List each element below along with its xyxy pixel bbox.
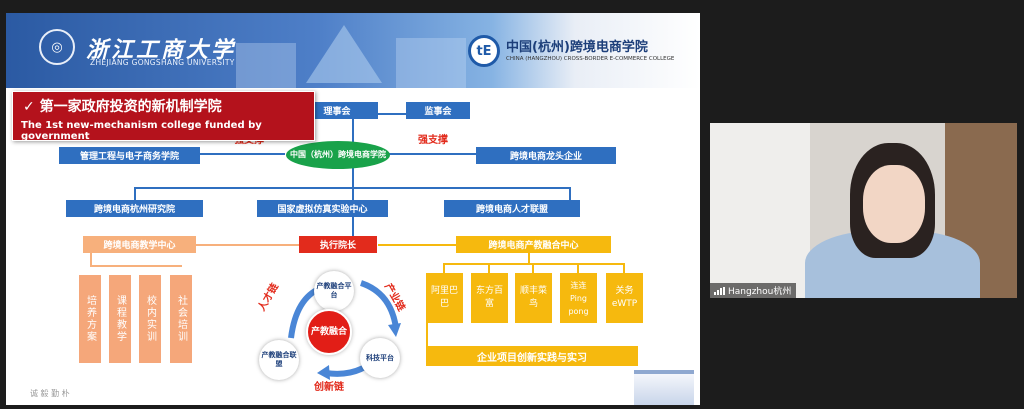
cycle-top-circle: 产教融合平台 — [314, 271, 354, 311]
industry-item: 阿里巴巴 — [426, 273, 463, 323]
industry-item: 顺丰菜鸟 — [515, 273, 552, 323]
research-institute-box: 跨境电商杭州研究院 — [66, 200, 203, 217]
gate-graphic — [634, 370, 694, 405]
left-partner-box: 管理工程与电子商务学院 — [59, 147, 200, 164]
college-name-en: CHINA (HANGZHOU) CROSS-BORDER E-COMMERCE… — [506, 56, 675, 62]
participant-video-tile[interactable] — [710, 123, 1017, 298]
connector — [352, 213, 354, 237]
college-logo-icon: tE — [468, 35, 500, 67]
innovation-chain-label: 创新链 — [314, 382, 344, 393]
callout-title: ✓ 第一家政府投资的新机制学院 — [23, 96, 222, 116]
connector — [532, 263, 534, 273]
board-box: 理事会 — [296, 102, 378, 119]
connector — [378, 244, 456, 246]
connector — [352, 113, 354, 145]
center-college-oval: 中国（杭州）跨境电商学院 — [286, 141, 390, 169]
strong-support-right: 强支撑 — [418, 135, 448, 146]
callout-title-cn: 第一家政府投资的新机制学院 — [39, 99, 222, 115]
school-motto: 诚 毅 勤 朴 — [30, 389, 70, 398]
cycle-right-circle: 科技平台 — [360, 338, 400, 378]
participant-name-label: Hangzhou杭州 — [710, 283, 797, 298]
connector — [134, 187, 136, 200]
cycle-left-circle: 产教融合联盟 — [259, 340, 299, 380]
virtual-lab-box: 国家虚拟仿真实验中心 — [257, 200, 388, 217]
slide-header-banner: ◎ 浙江工商大学 ZHEJIANG GONGSHANG UNIVERSITY t… — [6, 13, 700, 88]
right-partner-box: 跨境电商龙头企业 — [476, 147, 616, 164]
industry-item: 东方百富 — [471, 273, 508, 323]
industry-item: 关务eWTP — [606, 273, 643, 323]
university-name: 浙江工商大学 — [86, 37, 237, 63]
teaching-item: 校内实训 — [139, 275, 161, 363]
connector — [90, 265, 182, 267]
participant-name: Hangzhou杭州 — [728, 287, 792, 297]
connector — [199, 153, 285, 155]
cycle-center-circle: 产教融合 — [306, 309, 352, 355]
connector — [352, 168, 354, 200]
check-icon: ✓ — [23, 99, 35, 115]
connector — [134, 187, 570, 189]
connector — [90, 253, 92, 265]
connector — [426, 305, 428, 347]
industry-center-box: 跨境电商产教融合中心 — [456, 236, 611, 253]
supervisors-box: 监事会 — [406, 102, 470, 119]
signal-strength-icon — [714, 286, 725, 295]
pyramid-building-graphic — [306, 25, 382, 83]
innovation-bar: 企业项目创新实践与实习 — [426, 346, 638, 366]
connector — [443, 263, 625, 265]
connector — [623, 263, 625, 273]
teaching-item: 课程教学 — [109, 275, 131, 363]
college-name: 中国(杭州)跨境电商学院 — [506, 40, 648, 55]
connector — [569, 187, 571, 200]
teaching-item: 培养方案 — [79, 275, 101, 363]
connector — [196, 244, 300, 246]
industry-item: 连连Ping pong — [560, 273, 597, 323]
person-face — [863, 165, 925, 243]
highlight-callout: ✓ 第一家政府投资的新机制学院 The 1st new-mechanism co… — [12, 91, 315, 142]
video-background-wall — [710, 123, 810, 298]
executive-dean-box: 执行院长 — [299, 236, 377, 253]
shared-slide: ◎ 浙江工商大学 ZHEJIANG GONGSHANG UNIVERSITY t… — [6, 13, 700, 405]
university-seal-icon: ◎ — [39, 29, 75, 65]
talent-alliance-box: 跨境电商人才联盟 — [444, 200, 580, 217]
connector — [577, 263, 579, 273]
university-name-en: ZHEJIANG GONGSHANG UNIVERSITY — [90, 58, 235, 67]
teaching-center-box: 跨境电商教学中心 — [83, 236, 196, 253]
callout-subtitle: The 1st new-mechanism college funded by … — [21, 120, 262, 142]
connector — [352, 113, 412, 115]
teaching-item: 社会培训 — [170, 275, 192, 363]
connector — [528, 253, 530, 263]
connector — [443, 263, 445, 273]
connector — [488, 263, 490, 273]
connector — [388, 153, 476, 155]
